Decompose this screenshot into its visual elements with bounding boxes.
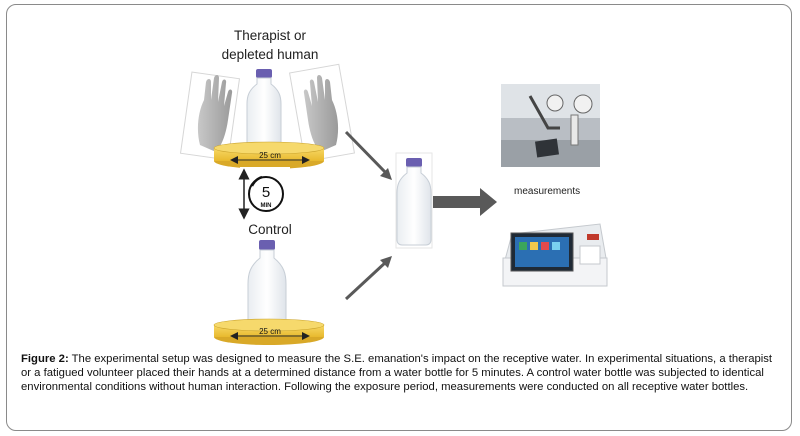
measurement-device-photo bbox=[502, 223, 608, 287]
therapist-label-line2: depleted human bbox=[221, 47, 319, 62]
therapist-label-line1: Therapist or bbox=[233, 28, 307, 43]
left-hand-icon bbox=[179, 71, 241, 161]
top-distance-label: 25 cm bbox=[259, 151, 281, 160]
clock-icon bbox=[248, 176, 284, 212]
caption-prefix: Figure 2: bbox=[21, 353, 69, 365]
timer: 5 MIN bbox=[238, 167, 290, 223]
control-label: Control bbox=[248, 222, 292, 237]
top-plate: 25 cm bbox=[213, 141, 325, 169]
timer-value: 5 bbox=[262, 184, 270, 201]
control-water-bottle bbox=[247, 240, 287, 327]
therapist-heading: Therapist or depleted human bbox=[205, 26, 335, 64]
bottom-plate: 25 cm bbox=[213, 318, 325, 345]
figure-caption: Figure 2: The experimental setup was des… bbox=[21, 352, 781, 394]
top-water-bottle bbox=[246, 69, 282, 151]
caption-text: The experimental setup was designed to m… bbox=[21, 353, 773, 393]
right-hand-icon bbox=[288, 63, 356, 163]
flow-arrows bbox=[344, 130, 497, 301]
lab-equipment-photo bbox=[501, 84, 600, 167]
measurement-arrow bbox=[433, 188, 497, 216]
exposed-water-bottle bbox=[395, 152, 433, 249]
measurements-label: measurements bbox=[514, 186, 581, 197]
bottom-distance-label: 25 cm bbox=[259, 327, 281, 336]
timer-unit: MIN bbox=[261, 203, 272, 209]
